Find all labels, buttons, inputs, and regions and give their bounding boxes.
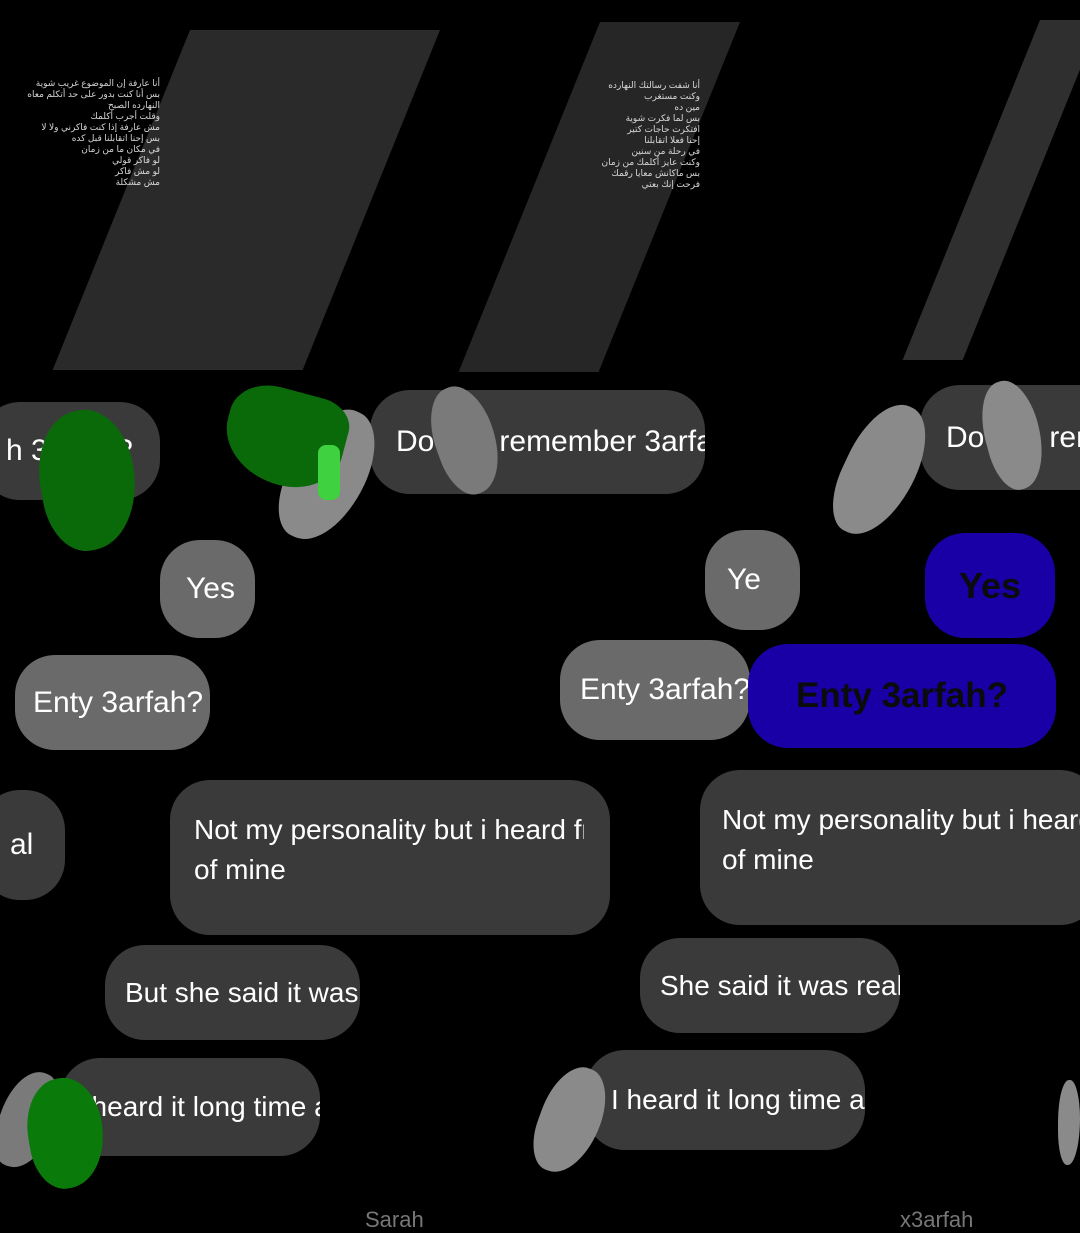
right-message-long[interactable]: Not my personality but i heard from a fr… xyxy=(700,770,1080,925)
message-text: al xyxy=(10,828,34,861)
right-message-yes-sent[interactable]: Yes xyxy=(925,533,1055,638)
right-message-enty-gray[interactable]: Enty 3arfah? xyxy=(560,640,750,740)
message-text: She said it was real as well xyxy=(660,969,900,1001)
left-message-yes[interactable]: Yes xyxy=(160,540,255,638)
left-message-partial-real: al xyxy=(0,790,65,900)
left-message-long[interactable]: Not my personality but i heard from a fr… xyxy=(170,780,610,935)
gray-sticker-shape xyxy=(1058,1080,1080,1165)
left-message-she-said[interactable]: But she said it was real xyxy=(105,945,360,1040)
background-stripe-center xyxy=(458,22,740,372)
message-text: Enty 3arfah? xyxy=(33,685,204,719)
message-text: Yes xyxy=(186,572,235,605)
message-text: Ye xyxy=(727,563,761,596)
right-message-yes-gray[interactable]: Ye xyxy=(705,530,800,630)
message-text: I heard it long time ago xyxy=(76,1091,320,1122)
message-text: Enty 3arfah? xyxy=(796,676,1008,715)
left-message-do-you-remember[interactable]: Do you remember 3arfah? xyxy=(370,390,705,494)
top-right-message-text: أنا شفت رسالتك النهارده وكنت مستغرب مين … xyxy=(601,80,700,189)
message-text: I heard it long time ago xyxy=(611,1084,865,1115)
right-message-heard-long-ago[interactable]: I heard it long time ago xyxy=(585,1050,865,1150)
message-text: Not my personality but i heard from a fr… xyxy=(194,814,584,845)
green-highlight-shape xyxy=(318,445,340,500)
left-message-heard-long-ago[interactable]: I heard it long time ago xyxy=(60,1058,320,1156)
message-text-line-2: of mine xyxy=(194,854,286,885)
footer-left-label: Sarah xyxy=(365,1207,424,1232)
background-stripe-right xyxy=(902,20,1080,360)
right-message-enty-sent[interactable]: Enty 3arfah? xyxy=(748,644,1056,748)
message-text-line-2: of mine xyxy=(722,844,814,875)
left-message-enty-3arfah[interactable]: Enty 3arfah? xyxy=(15,655,210,750)
right-message-she-said[interactable]: She said it was real as well xyxy=(640,938,900,1033)
message-text: But she said it was real xyxy=(125,976,360,1008)
message-text: Yes xyxy=(958,564,1022,606)
message-text: Not my personality but i heard from a fr… xyxy=(722,804,1080,835)
footer-right-label: x3arfah xyxy=(900,1207,974,1232)
top-left-message-text: أنا عارفة إن الموضوع غريب شوية بس أنا كن… xyxy=(27,78,160,187)
message-text: Enty 3arfah? xyxy=(580,673,750,706)
